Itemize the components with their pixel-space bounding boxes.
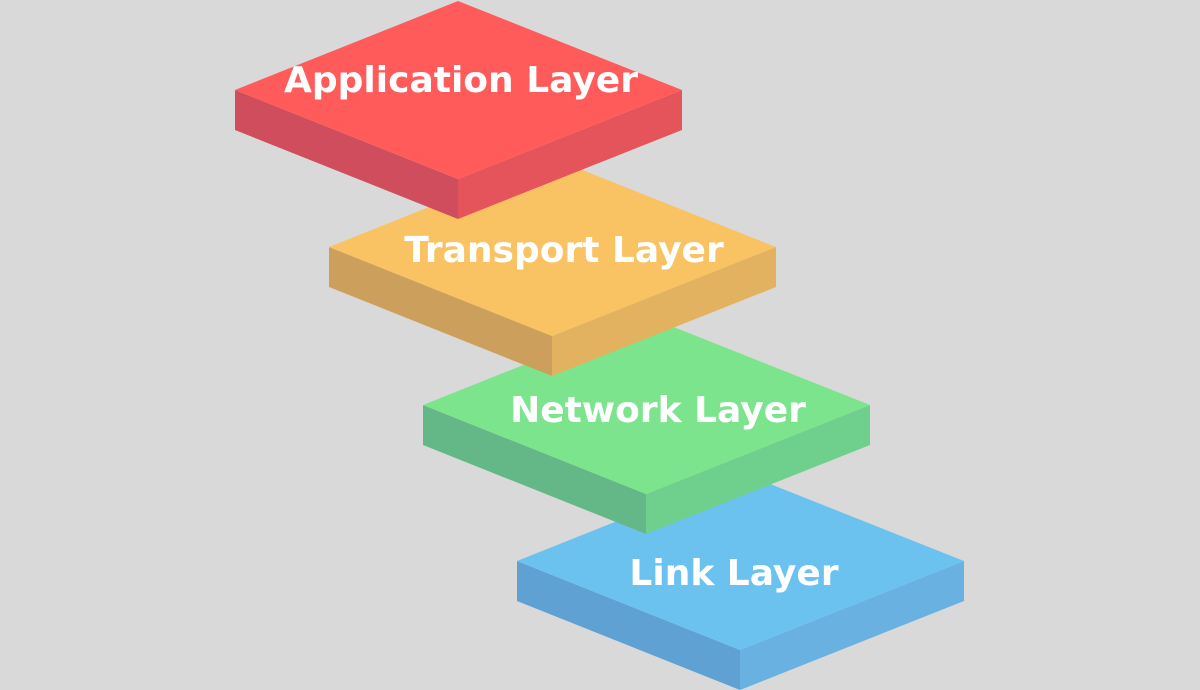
network-layer-left-face <box>423 405 646 534</box>
link-layer-right-face <box>740 561 964 690</box>
application-layer-slab: Application Layer <box>235 1 682 219</box>
application-layer-top-face <box>235 1 682 179</box>
link-layer-left-face <box>517 561 740 690</box>
network-layer-label: Network Layer <box>510 390 806 431</box>
transport-layer-right-face <box>552 247 776 376</box>
transport-layer-left-face <box>329 247 552 376</box>
link-layer-label: Link Layer <box>629 553 838 594</box>
application-layer-left-face <box>235 90 458 219</box>
application-layer-label: Application Layer <box>284 60 638 101</box>
network-layer-right-face <box>646 405 870 534</box>
application-layer-right-face <box>458 90 682 219</box>
transport-layer-label: Transport Layer <box>404 230 724 271</box>
